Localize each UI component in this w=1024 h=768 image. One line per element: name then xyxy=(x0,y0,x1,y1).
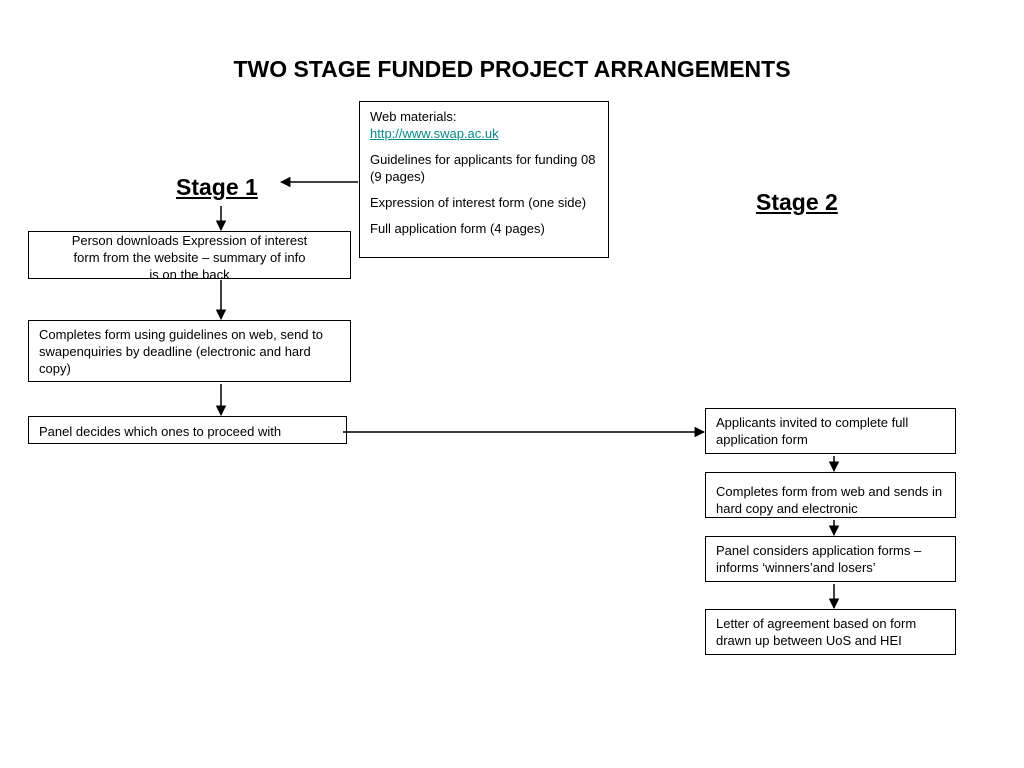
stage-2-heading: Stage 2 xyxy=(756,189,838,215)
stage-2-step-panel-considers: Panel considers application forms – info… xyxy=(705,536,956,582)
stage-1-step-complete-form: Completes form using guidelines on web, … xyxy=(28,320,351,382)
page-title: TWO STAGE FUNDED PROJECT ARRANGEMENTS xyxy=(233,56,791,82)
stage-2-step-invited: Applicants invited to complete full appl… xyxy=(705,408,956,454)
web-material-eoi-form: Expression of interest form (one side) xyxy=(370,195,587,210)
stage-1-heading: Stage 1 xyxy=(176,174,258,200)
web-material-full-form: Full application form (4 pages) xyxy=(370,221,545,236)
web-materials-label: Web materials: xyxy=(370,109,457,124)
web-materials-box: Web materials: http://www.swap.ac.uk Gui… xyxy=(359,101,609,258)
stage-1-step-download: Person downloads Expression of interest … xyxy=(28,231,351,282)
stage-1-step-panel-decides: Panel decides which ones to proceed with xyxy=(28,416,347,444)
stage-2-step-letter-of-agreement: Letter of agreement based on form drawn … xyxy=(705,609,956,655)
step-text: Completes form using guidelines on web, … xyxy=(39,327,323,376)
step-text: Letter of agreement based on form drawn … xyxy=(716,616,917,648)
step-text: Applicants invited to complete full appl… xyxy=(716,415,909,447)
step-text: Completes form from web and sends in har… xyxy=(716,484,943,516)
web-material-guidelines: Guidelines for applicants for funding 08… xyxy=(370,152,596,184)
swap-website-link[interactable]: http://www.swap.ac.uk xyxy=(370,126,499,141)
stage-2-step-complete-form: Completes form from web and sends in har… xyxy=(705,472,956,518)
step-text: Person downloads Expression of interest … xyxy=(71,233,308,282)
step-text: Panel considers application forms – info… xyxy=(716,543,922,575)
step-text: Panel decides which ones to proceed with xyxy=(39,424,282,439)
